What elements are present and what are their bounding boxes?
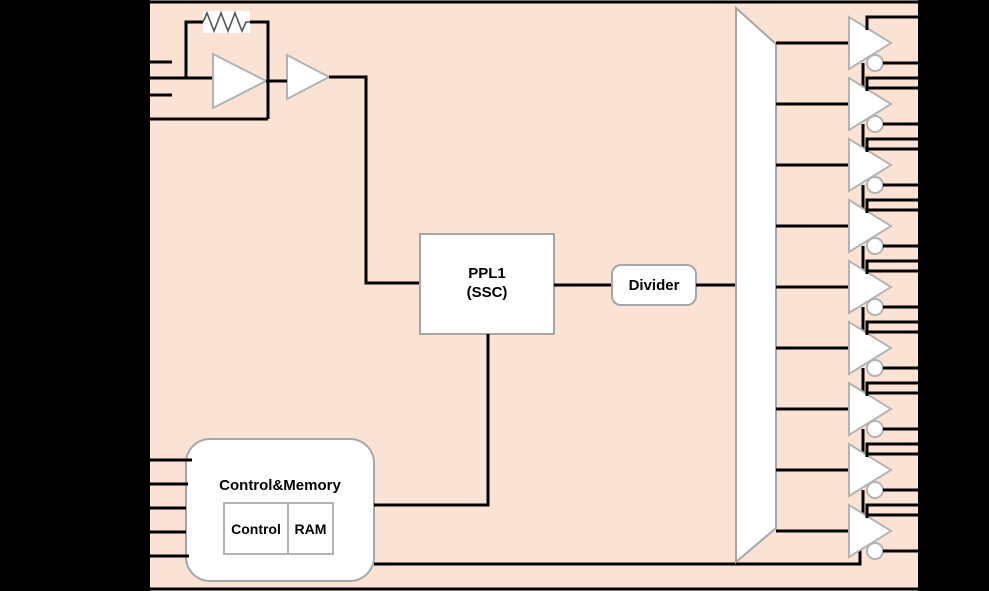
crystal-oscillator-amplifier-icon [212, 52, 269, 110]
output-buffer-8[interactable] [776, 442, 919, 517]
output-buffer-6[interactable] [776, 320, 919, 395]
buffer-1-out-p-wire [865, 15, 919, 30]
control-to-output-enable-wire [374, 540, 862, 566]
control-to-pll-wire [374, 334, 490, 507]
output-buffer-9[interactable] [776, 503, 919, 560]
output-buffer-5[interactable] [776, 259, 919, 334]
buffer-2-invert-bubble [866, 115, 884, 133]
feedback-right-path [250, 20, 270, 119]
buffer-9-invert-bubble [866, 542, 884, 560]
osc-stage-wires [266, 75, 420, 285]
left-pin-group-bottom [150, 458, 192, 558]
buffer-amplifier-icon [286, 53, 332, 101]
output-buffer-3[interactable] [776, 137, 919, 212]
output-buffer-7[interactable] [776, 381, 919, 456]
chip-outline [150, 0, 918, 591]
buffer-6-invert-bubble [866, 359, 884, 377]
buffer-out-to-pll-path [329, 75, 420, 285]
ram-sub-block[interactable] [287, 502, 334, 555]
buffer-3-invert-bubble [866, 176, 884, 194]
buffer-3-out-p-wire [865, 137, 919, 152]
buffer-7-invert-bubble [866, 420, 884, 438]
buffer-7-out-p-wire [865, 381, 919, 396]
buffer-9-out-p-wire [865, 503, 919, 518]
output-buffer-bank [776, 15, 919, 560]
buffer-8-invert-bubble [866, 481, 884, 499]
output-buffer-1[interactable] [776, 15, 919, 90]
oscillator-feedback-network [184, 20, 270, 119]
left-pin-group-top [150, 76, 268, 121]
buffer-2-out-p-wire [865, 76, 919, 91]
clock-distribution-bus[interactable] [735, 5, 777, 565]
feedback-left-path [184, 20, 203, 78]
buffer-6-out-p-wire [865, 320, 919, 335]
buffer-5-invert-bubble [866, 298, 884, 316]
buffer-8-out-p-wire [865, 442, 919, 457]
pll-block[interactable] [419, 233, 555, 335]
feedback-resistor-zigzag [202, 10, 250, 34]
divider-block[interactable] [611, 264, 697, 306]
buffer-4-invert-bubble [866, 237, 884, 255]
buffer-4-out-p-wire [865, 198, 919, 213]
chip-edge-notches-top-left [150, 60, 172, 97]
control-sub-block[interactable] [223, 502, 289, 555]
buffer-1-invert-bubble [866, 54, 884, 72]
buffer-5-out-p-wire [865, 259, 919, 274]
